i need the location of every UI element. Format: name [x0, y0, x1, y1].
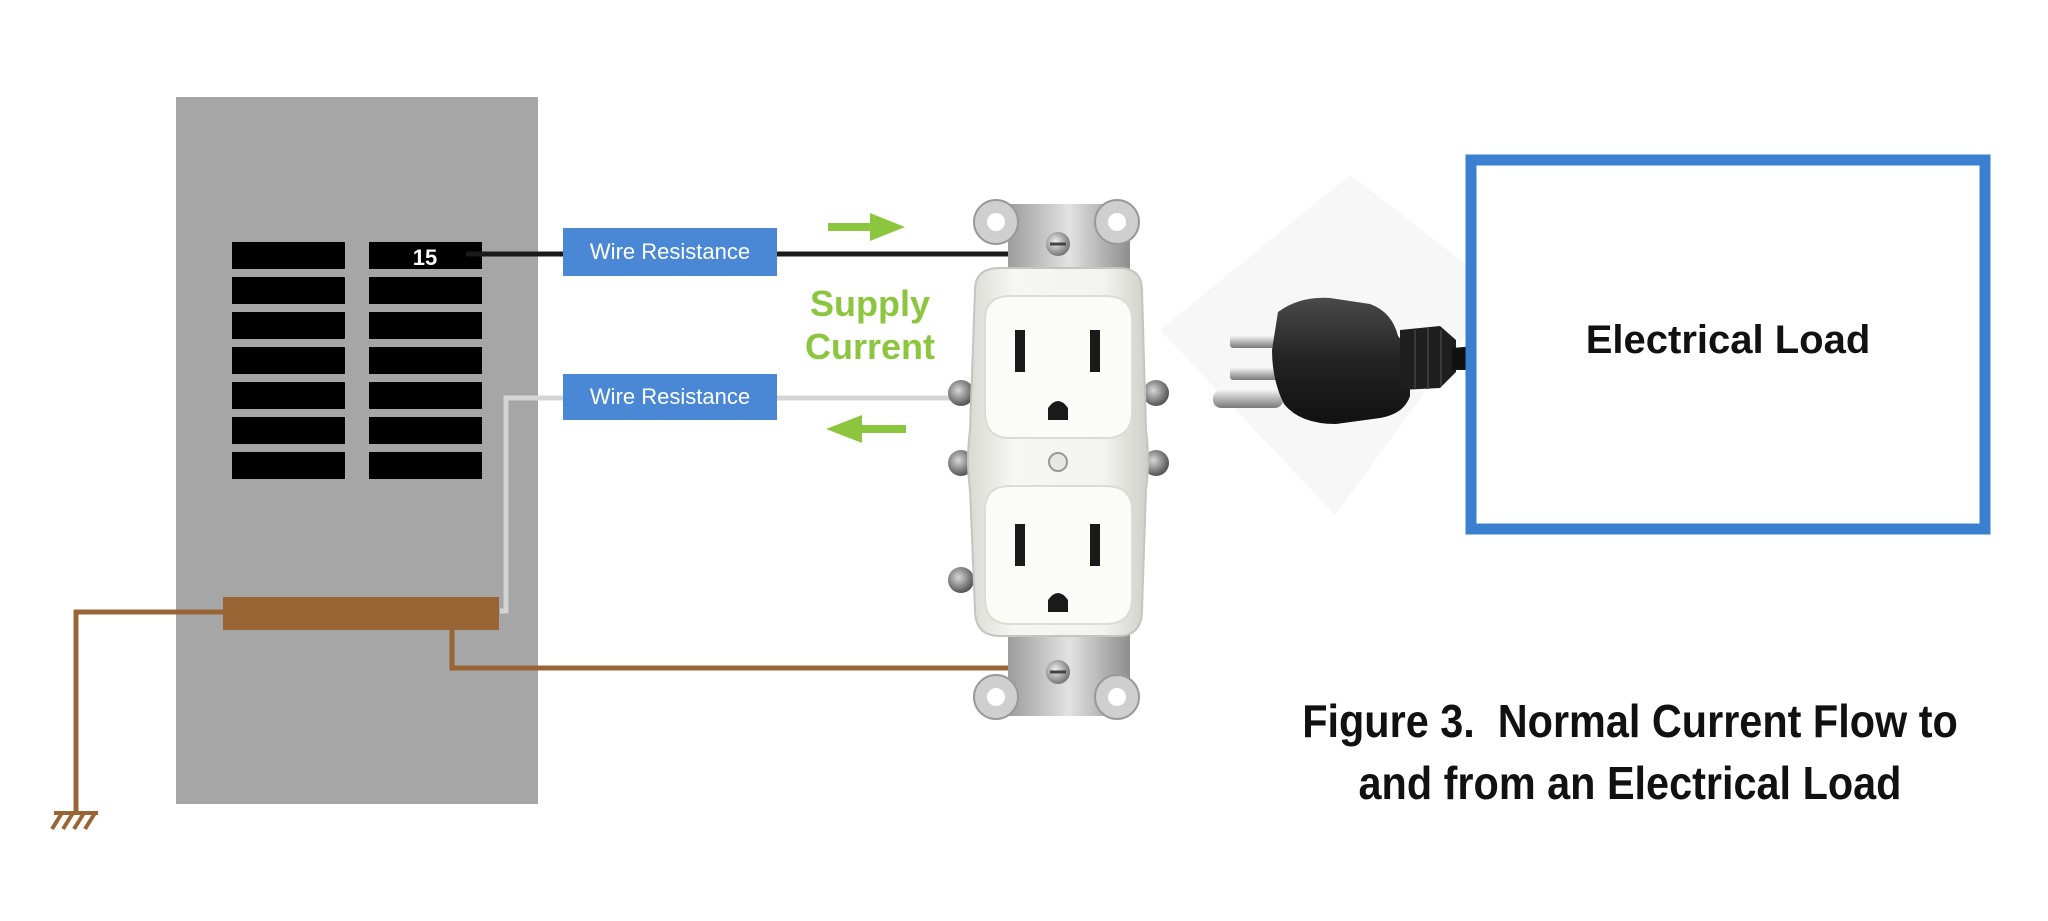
breaker — [369, 312, 482, 339]
figure-caption-line2: and from an Electrical Load — [1358, 757, 1902, 809]
arrow-left-icon — [826, 415, 906, 443]
breaker — [232, 347, 345, 374]
electrical-load-box — [1465, 154, 1991, 535]
breaker — [232, 452, 345, 479]
ground-symbol-icon — [50, 811, 98, 831]
figure-caption-line1: Figure 3. Normal Current Flow to — [1302, 695, 1958, 747]
breaker — [232, 312, 345, 339]
breaker — [369, 382, 482, 409]
breaker — [232, 417, 345, 444]
arrow-right-icon — [828, 213, 905, 241]
supply-current-label-line2: Current — [805, 326, 935, 367]
neutral-wire-resistance: Wire Resistance — [563, 374, 777, 420]
breaker-15 — [369, 242, 482, 269]
electrical-panel — [176, 97, 538, 804]
earth-ground-wire — [73, 609, 225, 813]
duplex-receptacle-icon — [948, 199, 1169, 720]
breaker — [369, 417, 482, 444]
breaker — [369, 277, 482, 304]
breaker — [369, 347, 482, 374]
supply-current-label-line1: Supply — [810, 283, 930, 324]
plug-icon — [1160, 175, 1500, 515]
breaker — [232, 382, 345, 409]
electrical-load-label: Electrical Load — [1586, 318, 1871, 362]
ground-bus-bar — [223, 597, 499, 630]
neutral-wire — [500, 395, 1000, 614]
figure-caption: Figure 3. Normal Current Flow to and fro… — [1270, 690, 1990, 814]
breaker-column-left — [232, 242, 345, 479]
breaker — [369, 452, 482, 479]
breaker-column-right — [369, 242, 482, 479]
breaker — [232, 242, 345, 269]
breaker-label: 15 — [413, 245, 437, 270]
hot-wire-resistance: Wire Resistance — [563, 228, 777, 276]
hot-wire-resistance-label: Wire Resistance — [590, 239, 750, 264]
neutral-wire-resistance-label: Wire Resistance — [590, 384, 750, 409]
breaker — [232, 277, 345, 304]
equipment-ground-wire — [449, 628, 1020, 671]
